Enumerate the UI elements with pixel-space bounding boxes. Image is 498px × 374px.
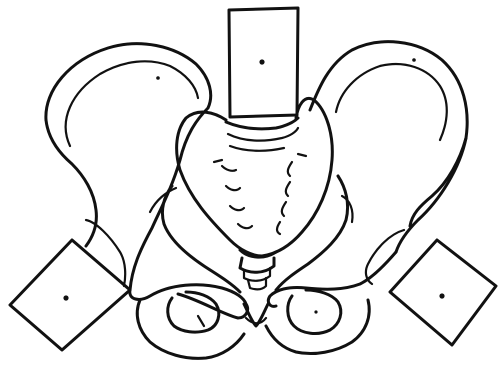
paper-background [0,0,498,374]
pelvis-diagram [0,0,498,374]
